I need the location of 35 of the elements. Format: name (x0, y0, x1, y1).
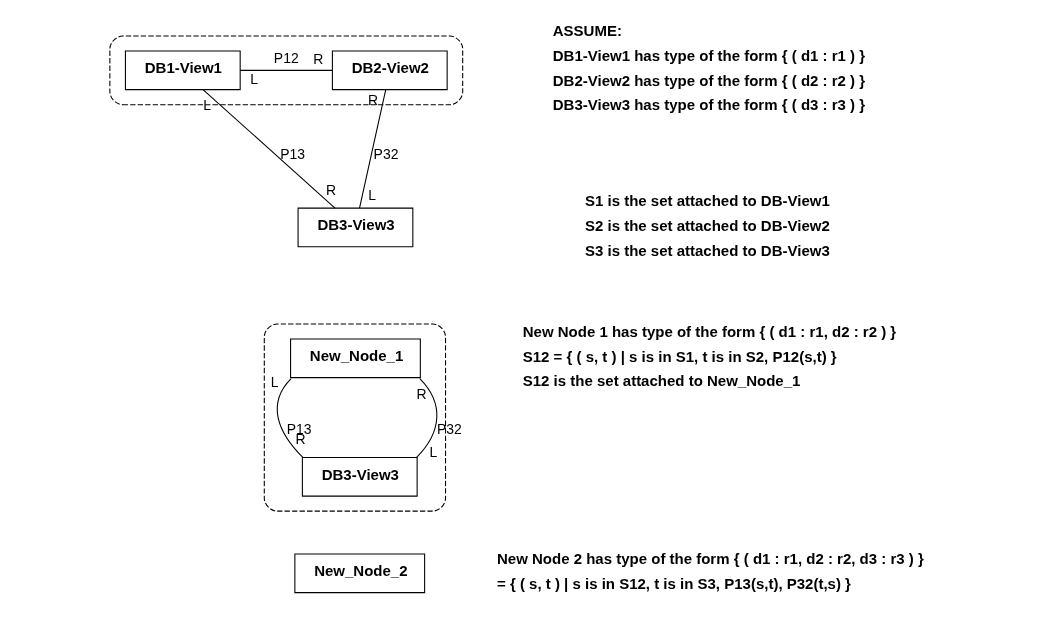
label: R (325, 181, 336, 198)
label: S1 is the set attached to DB-View1 (584, 192, 830, 210)
label: L (367, 187, 376, 204)
label: New Node 1 has type of the form { ( d1 : r1, d2 : r2 ) } (522, 323, 896, 341)
label: New Node 2 has type of the form { ( d1 : r1, d2 : r2, d3 : r3 ) } (496, 549, 924, 567)
node-box: DB3-View3 (301, 456, 418, 497)
edge-label: P13 (279, 145, 305, 162)
label: R (416, 386, 427, 403)
node-box: New_Node_2 (293, 553, 425, 594)
edge-label: P32 (373, 145, 398, 162)
label: DB3-View3 has type of the form { ( d3 : r3 ) } (552, 96, 865, 114)
connector (276, 378, 303, 459)
label: L (270, 373, 278, 390)
node-box: DB2-View2 (331, 50, 448, 91)
label: S2 is the set attached to DB-View2 (584, 216, 830, 234)
node-box: DB3-View3 (297, 207, 413, 248)
node-box: New_Node_1 (289, 338, 421, 379)
label: S12 = { ( s, t ) | s is in S1, t is in S2, P12(s,t) } (522, 347, 837, 365)
label: R (367, 92, 378, 109)
label: L (249, 70, 258, 87)
label: = { ( s, t ) | s is in S12, t is in S3, P13(s,t), P32(t,s) } (496, 574, 851, 592)
label: S12 is the set attached to New_Node_1 (522, 372, 800, 390)
edge-label: P32 (436, 421, 462, 438)
label: DB2-View2 has type of the form { ( d2 : r2 ) } (552, 71, 865, 89)
connector (239, 69, 333, 71)
label: S3 is the set attached to DB-View3 (584, 241, 830, 259)
edge-label: P12 (273, 50, 299, 67)
connector (415, 378, 437, 459)
connector (358, 89, 386, 209)
label: R (312, 51, 323, 68)
connector (202, 89, 336, 209)
label: L (428, 444, 437, 461)
label: DB1-View1 has type of the form { ( d1 : r1 ) } (552, 46, 865, 64)
label: ASSUME: (552, 22, 622, 40)
node-box: DB1-View1 (124, 50, 241, 91)
